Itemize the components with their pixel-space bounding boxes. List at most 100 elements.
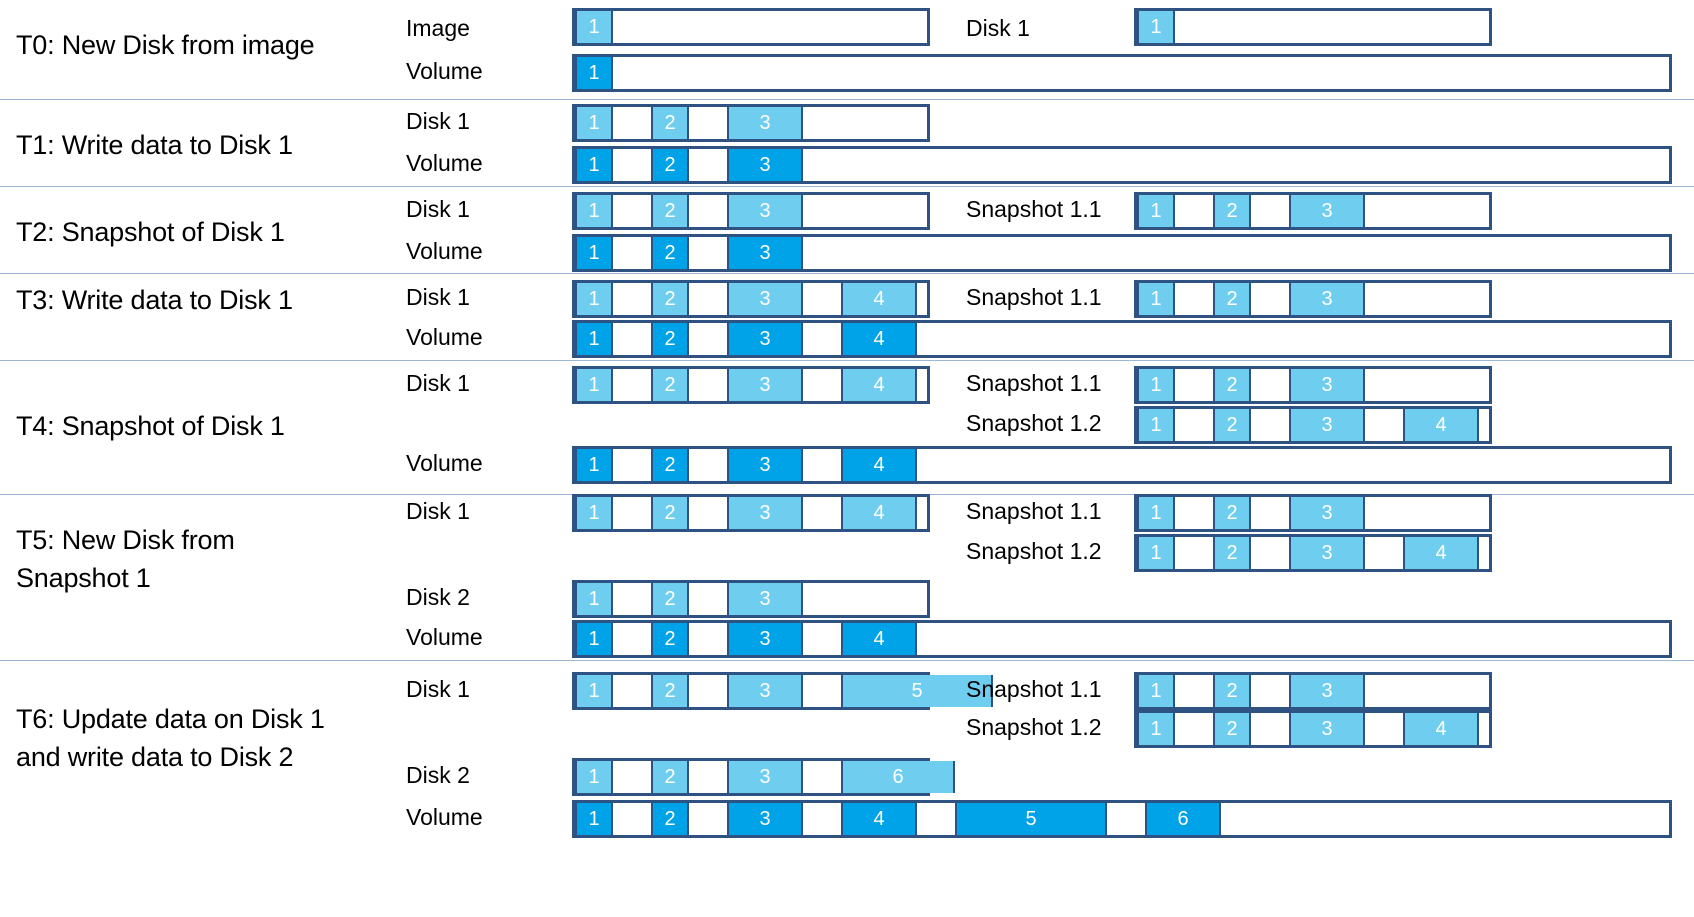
- row-separator: [0, 273, 1694, 274]
- track-label-snapshot-1-1: Snapshot 1.1: [966, 676, 1102, 702]
- block-1: 1: [575, 323, 613, 355]
- block-2: 2: [651, 149, 689, 181]
- row-separator: [0, 99, 1694, 100]
- bar-t0-disk-1: 1: [1134, 8, 1492, 46]
- block-2: 2: [1213, 497, 1251, 529]
- track-label-volume: Volume: [406, 238, 483, 264]
- block-1: 1: [1137, 713, 1175, 745]
- block-3: 3: [727, 675, 803, 707]
- block-3: 3: [727, 195, 803, 227]
- block-1: 1: [1137, 11, 1175, 43]
- block-1: 1: [575, 583, 613, 615]
- block-3: 3: [1289, 409, 1365, 441]
- block-2: 2: [651, 497, 689, 529]
- track-label-disk-1: Disk 1: [966, 15, 1030, 41]
- block-1: 1: [575, 57, 613, 89]
- step-label-t2: T2: Snapshot of Disk 1: [16, 217, 285, 247]
- block-3: 3: [1289, 195, 1365, 227]
- step-label-t5: T5: New Disk from Snapshot 1: [16, 525, 235, 594]
- track-label-disk-1: Disk 1: [406, 108, 470, 134]
- block-1: 1: [575, 195, 613, 227]
- step-label-t0: T0: New Disk from image: [16, 30, 315, 60]
- row-separator: [0, 186, 1694, 187]
- block-4: 4: [841, 323, 917, 355]
- block-3: 3: [1289, 713, 1365, 745]
- step-label-t3: T3: Write data to Disk 1: [16, 285, 293, 315]
- block-1: 1: [575, 283, 613, 315]
- block-6: 6: [841, 761, 955, 793]
- block-3: 3: [727, 107, 803, 139]
- block-1: 1: [1137, 537, 1175, 569]
- block-2: 2: [651, 237, 689, 269]
- block-3: 3: [727, 583, 803, 615]
- block-1: 1: [1137, 369, 1175, 401]
- track-label-volume: Volume: [406, 804, 483, 830]
- block-3: 3: [727, 623, 803, 655]
- block-3: 3: [727, 761, 803, 793]
- step-label-t4: T4: Snapshot of Disk 1: [16, 411, 285, 441]
- block-2: 2: [651, 283, 689, 315]
- block-1: 1: [575, 803, 613, 835]
- block-3: 3: [727, 283, 803, 315]
- track-label-image: Image: [406, 15, 470, 41]
- track-label-volume: Volume: [406, 324, 483, 350]
- bar-t3-volume: 1 2 3 4: [572, 320, 1672, 358]
- step-label-t1: T1: Write data to Disk 1: [16, 130, 293, 160]
- block-1: 1: [1137, 409, 1175, 441]
- block-2: 2: [651, 323, 689, 355]
- bar-t5-disk-2: 1 2 3: [572, 580, 930, 618]
- block-1: 1: [1137, 675, 1175, 707]
- block-2: 2: [651, 583, 689, 615]
- bar-t6-snapshot-1-2: 1 2 3 4: [1134, 710, 1492, 748]
- block-2: 2: [651, 449, 689, 481]
- block-1: 1: [575, 761, 613, 793]
- block-3: 3: [1289, 537, 1365, 569]
- track-label-disk-2: Disk 2: [406, 584, 470, 610]
- block-4: 4: [1403, 713, 1479, 745]
- track-label-volume: Volume: [406, 624, 483, 650]
- track-label-snapshot-1-1: Snapshot 1.1: [966, 196, 1102, 222]
- block-2: 2: [651, 761, 689, 793]
- block-2: 2: [1213, 675, 1251, 707]
- block-1: 1: [1137, 497, 1175, 529]
- track-label-snapshot-1-1: Snapshot 1.1: [966, 284, 1102, 310]
- block-1: 1: [575, 149, 613, 181]
- bar-t1-volume: 1 2 3: [572, 146, 1672, 184]
- block-1: 1: [575, 237, 613, 269]
- block-3: 3: [727, 149, 803, 181]
- block-1: 1: [1137, 283, 1175, 315]
- block-1: 1: [575, 369, 613, 401]
- block-4: 4: [841, 803, 917, 835]
- block-4: 4: [841, 497, 917, 529]
- track-label-snapshot-1-1: Snapshot 1.1: [966, 370, 1102, 396]
- block-3: 3: [727, 323, 803, 355]
- row-separator: [0, 360, 1694, 361]
- step-label-t6: T6: Update data on Disk 1 and write data…: [16, 704, 325, 773]
- track-label-disk-1: Disk 1: [406, 676, 470, 702]
- block-1: 1: [575, 623, 613, 655]
- block-1: 1: [575, 449, 613, 481]
- track-label-volume: Volume: [406, 58, 483, 84]
- track-label-disk-1: Disk 1: [406, 498, 470, 524]
- block-3: 3: [727, 497, 803, 529]
- block-2: 2: [651, 369, 689, 401]
- track-label-disk-1: Disk 1: [406, 284, 470, 310]
- block-3: 3: [1289, 369, 1365, 401]
- block-2: 2: [651, 195, 689, 227]
- block-2: 2: [1213, 713, 1251, 745]
- block-2: 2: [651, 107, 689, 139]
- bar-t0-volume: 1: [572, 54, 1672, 92]
- block-1: 1: [575, 675, 613, 707]
